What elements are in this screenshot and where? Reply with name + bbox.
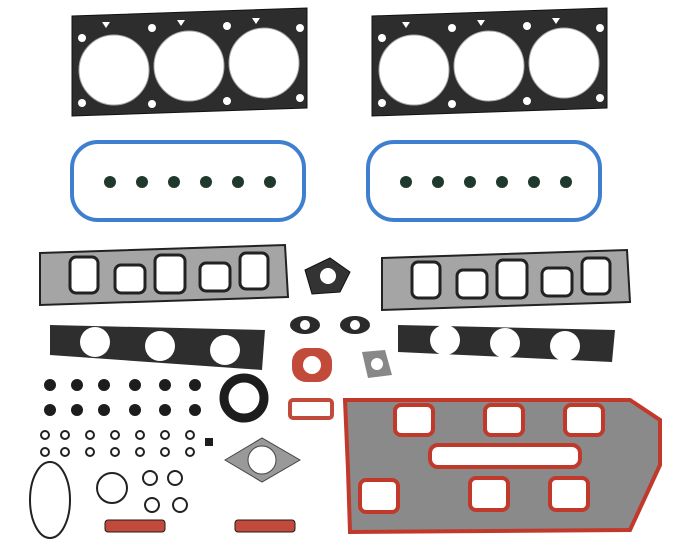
valve-cover-gasket-right [366,140,602,222]
cylinder-head-gasket-right [371,7,608,117]
exhaust-manifold-gasket-left [50,325,265,370]
exhaust-manifold-gasket-right [398,325,615,362]
egr-gasket [224,437,301,483]
small-flange-gaskets [288,316,392,420]
intake-gasket-left [38,243,290,307]
valve-stem-seals-and-o-rings [29,379,213,539]
lower-intake-manifold-gasket [342,398,662,535]
intake-gasket-right [380,248,632,312]
valley-pan-seals [104,519,296,533]
valve-cover-gasket-left [70,140,306,222]
cylinder-head-gasket-left [71,7,308,117]
rear-main-seal [219,373,269,423]
